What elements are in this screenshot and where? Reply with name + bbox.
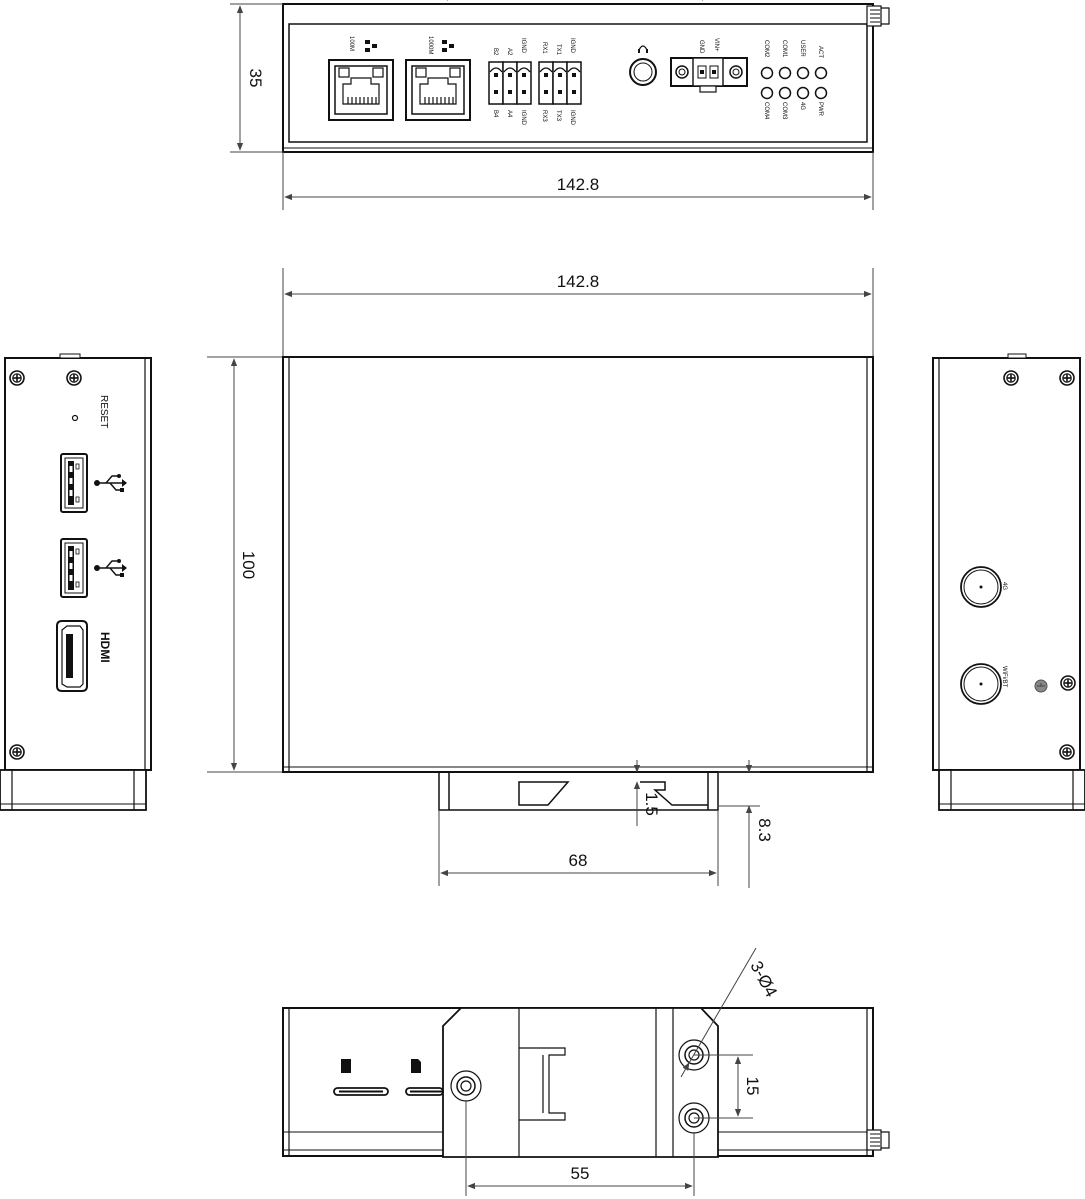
right-view: 4G WiFi/BT	[932, 353, 1085, 811]
hdmi-port	[56, 620, 88, 692]
antenna-connector-1	[960, 566, 1002, 608]
antenna2-label: WiFi/BT	[1001, 666, 1007, 688]
antenna1-label: 4G	[1001, 582, 1007, 590]
terminal-bottom-labels: B4 A4 IGND RX3 TX3 IGND	[492, 110, 575, 126]
top-view: 142.8 100 1.5 8.3 68	[207, 268, 874, 888]
ground-icon	[1034, 679, 1048, 693]
ethernet-port-2	[405, 59, 471, 121]
svg-text:COM1: COM1	[781, 40, 787, 58]
sd-card-slot	[333, 1087, 444, 1096]
svg-text:B4: B4	[492, 110, 498, 118]
rail-depth-dim: 8.3	[755, 818, 774, 842]
svg-text:A4: A4	[506, 110, 512, 118]
led-top-labels: COM2 COM1 USER ACT	[763, 40, 823, 58]
power-gnd-label: GND	[698, 40, 704, 54]
screw-icon	[9, 744, 25, 760]
bottom-view: 3-Ø4 15 55	[282, 947, 890, 1196]
power-vin-label: VIN+	[713, 38, 719, 52]
svg-text:COM3: COM3	[781, 102, 787, 120]
status-leds	[760, 66, 828, 100]
front-height-dim: 35	[246, 69, 265, 88]
ethernet-icon	[365, 40, 454, 52]
svg-text:IGND: IGND	[569, 38, 575, 54]
svg-text:IGND: IGND	[520, 38, 526, 54]
front-view: 100M 1000M B2 A2 IGND RX1 TX1 IGND B4 A4…	[230, 0, 890, 210]
screw-icon	[1059, 744, 1075, 760]
svg-text:USER: USER	[799, 40, 805, 57]
antenna-connector-2	[960, 663, 1002, 705]
top-width-dim: 142.8	[557, 272, 600, 291]
reset-button	[71, 414, 79, 422]
hole-spec-label: 3-Ø4	[746, 958, 781, 1000]
hole-horizontal-dim: 55	[571, 1164, 590, 1183]
svg-text:COM2: COM2	[763, 40, 769, 58]
ethernet-port-1	[328, 59, 394, 121]
svg-text:A2: A2	[506, 48, 512, 56]
screw-icon	[1060, 675, 1076, 691]
svg-text:RX1: RX1	[541, 42, 547, 54]
svg-text:RX3: RX3	[541, 110, 547, 122]
svg-text:TX1: TX1	[555, 44, 561, 56]
headphone-icon	[638, 45, 648, 53]
sd-card-icon	[341, 1059, 421, 1073]
svg-text:IGND: IGND	[569, 110, 575, 126]
hole-vertical-dim: 15	[743, 1077, 762, 1096]
screw-icon	[1003, 370, 1019, 386]
terminal-top-labels: B2 A2 IGND RX1 TX1 IGND	[492, 38, 575, 56]
svg-text:B2: B2	[492, 48, 498, 56]
rail-offset-dim: 1.5	[642, 792, 661, 816]
svg-text:PWR: PWR	[817, 102, 823, 117]
din-rail-clip	[438, 772, 719, 811]
front-width-dim: 142.8	[557, 175, 600, 194]
hdmi-label: HDMI	[98, 632, 112, 663]
svg-text:TX3: TX3	[555, 110, 561, 122]
reset-label: RESET	[98, 395, 109, 428]
rail-width-dim: 68	[569, 851, 588, 870]
power-connector	[670, 57, 748, 93]
audio-jack	[629, 58, 657, 86]
led-bottom-labels: COM4 COM3 4G PWR	[763, 102, 823, 120]
svg-text:COM4: COM4	[763, 102, 769, 120]
top-depth-dim: 100	[239, 551, 258, 579]
eth1-label: 100M	[348, 36, 354, 51]
usb-port-1	[60, 453, 88, 513]
screw-icon	[1059, 370, 1075, 386]
screw-icon	[9, 370, 25, 386]
usb-port-2	[60, 538, 88, 598]
svg-text:ACT: ACT	[817, 46, 823, 58]
svg-text:IGND: IGND	[520, 110, 526, 126]
screw-icon	[66, 370, 82, 386]
eth2-label: 1000M	[427, 36, 433, 54]
left-view: RESET HDMI	[0, 353, 152, 811]
svg-text:4G: 4G	[799, 102, 805, 110]
